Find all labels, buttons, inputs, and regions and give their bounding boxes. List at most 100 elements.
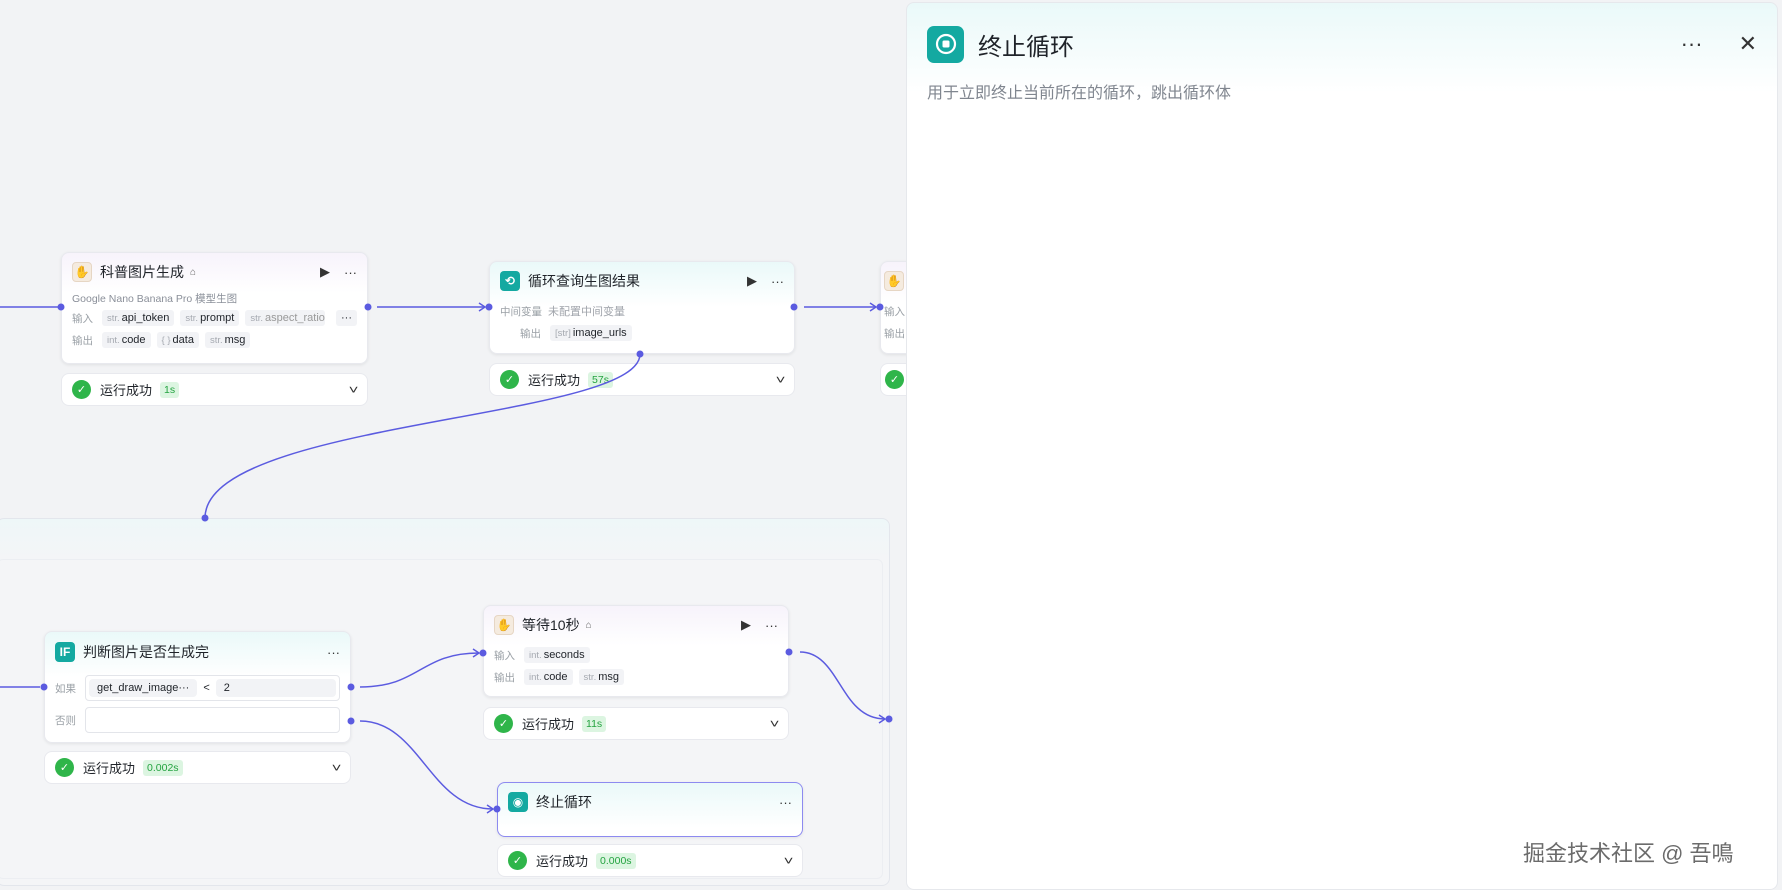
port-loop-body[interactable] [636,350,644,358]
port-in[interactable] [485,303,493,311]
input-label: 输入 [884,305,905,318]
status-text: 运行成功 [100,383,153,398]
node-title: 判断图片是否生成完 [83,644,209,660]
port-in[interactable] [40,683,48,691]
name: image_urls [572,327,627,339]
port-loop-end[interactable] [885,715,893,723]
port-out[interactable] [790,303,798,311]
name: code [121,334,146,346]
port-if-true[interactable] [347,683,355,691]
else-row[interactable] [85,707,340,733]
more-icon[interactable]: ··· [344,264,357,280]
check-icon: ✓ [885,370,904,389]
node-science-image[interactable]: ✋ 科普图片生成 ⌂ ▶ ··· Google Nano Banana Pro 模… [61,252,368,364]
more-icon[interactable]: ··· [1680,31,1703,56]
port-in[interactable] [479,649,487,657]
more-icon[interactable]: ··· [327,644,340,660]
status-text: 运行成功 [522,717,575,732]
type: str. [209,335,223,346]
lock-icon: ⌂ [585,619,592,631]
run-icon[interactable]: ▶ [741,617,751,632]
name: msg [598,671,619,683]
port-in[interactable] [493,805,501,813]
output-chip: str.msg [204,332,251,348]
type: str. [583,672,597,683]
run-status[interactable]: ✓ 运行成功 57s ˅ [489,363,795,396]
chevron-down-icon[interactable]: ˅ [348,382,359,397]
condition-row[interactable]: get_draw_image···<2 [85,675,340,701]
input-label: 输入 [72,312,93,325]
more-icon[interactable]: ··· [771,273,784,289]
status-text: 运行成功 [528,373,581,388]
name: prompt [200,312,235,324]
node-if-check[interactable]: IF 判断图片是否生成完 ··· 如果 get_draw_image···<2 … [44,631,351,743]
check-icon: ✓ [72,380,91,399]
close-icon[interactable]: ✕ [1738,31,1757,56]
name: data [172,334,194,346]
input-chip: str.api_token [102,310,175,326]
stop-icon: ◉ [508,792,528,812]
if-label: 如果 [55,682,76,695]
duration-badge: 57s [588,371,613,388]
name: aspect_ratio [264,312,325,324]
output-chip: int.code [524,669,573,685]
status-text: 运行成功 [536,854,589,869]
lock-icon: ⌂ [190,266,197,278]
output-label: 输出 [72,334,93,347]
node-wait[interactable]: ✋ 等待10秒 ⌂ ▶··· 输入 int.seconds 输出 int.cod… [483,605,789,697]
port-loop-start[interactable] [201,514,209,522]
plugin-handshake-icon: ✋ [72,262,92,282]
port-in[interactable] [57,303,65,311]
output-label: 输出 [884,327,905,340]
type: str. [250,313,263,324]
output-chip: int.code [102,332,151,348]
node-loop-query[interactable]: ⟲ 循环查询生图结果 ▶··· 中间变量未配置中间变量 输出 [str]imag… [489,261,795,354]
port-in[interactable] [876,303,884,311]
node-title: 科普图片生成 [100,264,184,280]
run-icon[interactable]: ▶ [320,264,330,279]
check-icon: ✓ [508,851,527,870]
watermark: 掘金技术社区 @ 吾鳴 [1523,841,1734,866]
type: { } [161,335,171,346]
name: code [543,671,568,683]
loop-icon: ⟲ [500,271,520,291]
duration-badge: 11s [582,715,607,732]
name: api_token [121,312,170,324]
type: int. [107,335,120,346]
type: [str] [555,328,571,339]
else-label: 否则 [55,714,76,727]
node-title: 循环查询生图结果 [528,273,640,289]
input-chip: str.prompt [180,310,240,326]
name: msg [224,334,246,346]
duration-badge: 0.002s [143,759,183,776]
condition-operator: < [203,682,210,694]
type: int. [529,650,542,661]
more-inputs-button[interactable]: ··· [336,310,357,326]
node-description: Google Nano Banana Pro 模型生图 [72,293,238,305]
status-text: 运行成功 [83,761,136,776]
type: int. [529,672,542,683]
port-if-false[interactable] [347,717,355,725]
node-title: 等待10秒 [522,617,580,633]
port-out[interactable] [364,303,372,311]
run-icon[interactable]: ▶ [747,273,757,288]
mid-var-label: 中间变量 [500,305,542,318]
chevron-down-icon[interactable]: ˅ [775,372,786,387]
node-stop-loop[interactable]: ◉ 终止循环 ··· [497,782,803,837]
node-title: 终止循环 [536,794,592,810]
check-icon: ✓ [500,370,519,389]
chevron-down-icon[interactable]: ˅ [769,716,780,731]
port-out[interactable] [785,648,793,656]
chevron-down-icon[interactable]: ˅ [331,760,342,775]
chevron-down-icon[interactable]: ˅ [783,853,794,868]
output-label: 输出 [520,327,541,340]
more-icon[interactable]: ··· [765,617,778,633]
if-icon: IF [55,642,75,662]
condition-left: get_draw_image··· [89,679,198,697]
more-icon[interactable]: ··· [779,794,792,810]
output-chip: [str]image_urls [550,325,632,341]
